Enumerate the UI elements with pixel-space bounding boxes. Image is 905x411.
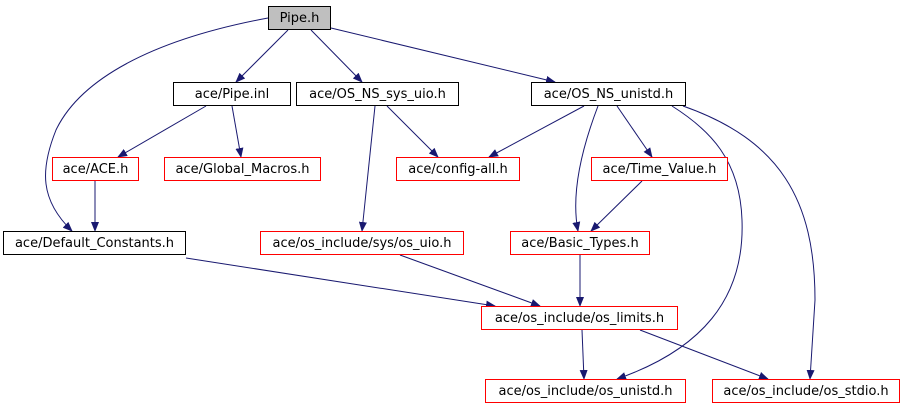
edge-os-limits-to-os-unistd (579, 329, 588, 380)
edge-pipe-h-to-pipe-inl (235, 29, 289, 83)
node-ace-os-include-sys-os-uio-h[interactable]: ace/os_include/sys/os_uio.h (260, 231, 464, 255)
node-ace-ace-h[interactable]: ace/ACE.h (52, 157, 139, 181)
node-ace-config-all-h[interactable]: ace/config-all.h (396, 157, 520, 181)
edge-pipe-h-to-os-ns-unistd (330, 27, 556, 84)
edge-pipe-inl-to-ace-h (117, 105, 207, 158)
node-ace-default-constants-h[interactable]: ace/Default_Constants.h (3, 231, 186, 255)
node-ace-os-include-os-unistd-h[interactable]: ace/os_include/os_unistd.h (485, 379, 686, 403)
edge-os-ns-unistd-to-time-value (616, 105, 653, 158)
node-ace-time-value-h[interactable]: ace/Time_Value.h (591, 157, 728, 181)
edge-os-ns-unistd-to-basic-types (572, 105, 599, 232)
edge-pipe-inl-to-global-macros (231, 105, 244, 158)
node-ace-pipe-inl[interactable]: ace/Pipe.inl (173, 82, 291, 106)
node-ace-os-ns-sys-uio-h[interactable]: ace/OS_NS_sys_uio.h (296, 82, 459, 106)
edge-os-ns-unistd-to-os-unistd (616, 105, 743, 380)
edge-pipe-h-to-default-constants (45, 17, 269, 232)
edge-default-constants-to-os-limits (185, 257, 496, 309)
edge-os-limits-to-os-stdio (639, 329, 769, 380)
edge-time-value-to-basic-types (590, 180, 643, 232)
node-pipe-h[interactable]: Pipe.h (268, 6, 331, 30)
node-ace-global-macros-h[interactable]: ace/Global_Macros.h (164, 157, 321, 181)
node-ace-os-ns-unistd-h[interactable]: ace/OS_NS_unistd.h (531, 82, 686, 106)
node-ace-basic-types-h[interactable]: ace/Basic_Types.h (510, 231, 650, 255)
edge-pipe-h-to-os-ns-sys-uio (310, 29, 363, 83)
edge-os-ns-unistd-to-config-all (488, 105, 585, 158)
node-ace-os-include-os-stdio-h[interactable]: ace/os_include/os_stdio.h (712, 379, 900, 403)
edge-os-uio-to-os-limits (399, 254, 541, 307)
edge-os-ns-unistd-to-os-stdio (682, 105, 816, 380)
edges-layer (45, 17, 816, 380)
node-ace-os-include-os-limits-h[interactable]: ace/os_include/os_limits.h (481, 306, 678, 330)
edge-os-ns-sys-uio-to-os-uio (358, 105, 376, 232)
edge-os-ns-sys-uio-to-config-all (386, 105, 439, 158)
